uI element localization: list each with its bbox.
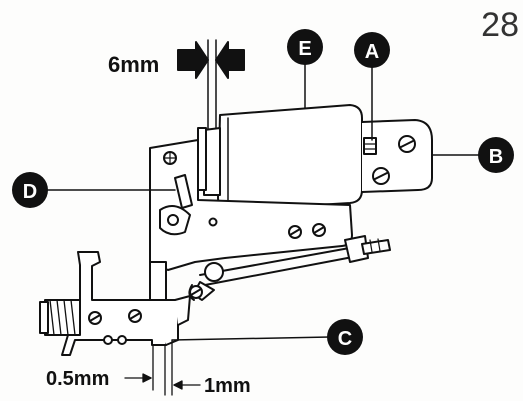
callout-d-label: D — [23, 181, 37, 203]
frame-plate — [149, 139, 353, 271]
dimension-label-0-5mm: 0.5mm — [46, 368, 109, 390]
callout-a-label: A — [365, 41, 379, 63]
clamp-assembly — [39, 251, 191, 356]
dimension-label-6mm: 6mm — [108, 52, 159, 77]
linkage-rod — [199, 235, 391, 286]
callout-d: D — [12, 172, 48, 208]
callout-e: E — [287, 29, 323, 65]
gap-dimension-bottom — [124, 339, 201, 396]
callout-a: A — [354, 32, 390, 68]
dimension-label-1mm: 1mm — [204, 375, 251, 397]
callout-c: C — [327, 319, 363, 355]
mounting-bracket — [361, 119, 433, 193]
callout-b: B — [478, 137, 514, 173]
page-number: 28 — [481, 6, 519, 44]
callout-b-label: B — [489, 146, 503, 168]
gap-dimension-6mm — [177, 39, 245, 136]
callout-e-label: E — [298, 38, 311, 60]
callout-c-label: C — [338, 328, 352, 350]
lever-arm — [159, 174, 193, 236]
wing-nut — [188, 262, 224, 301]
leader-lines — [47, 61, 481, 341]
